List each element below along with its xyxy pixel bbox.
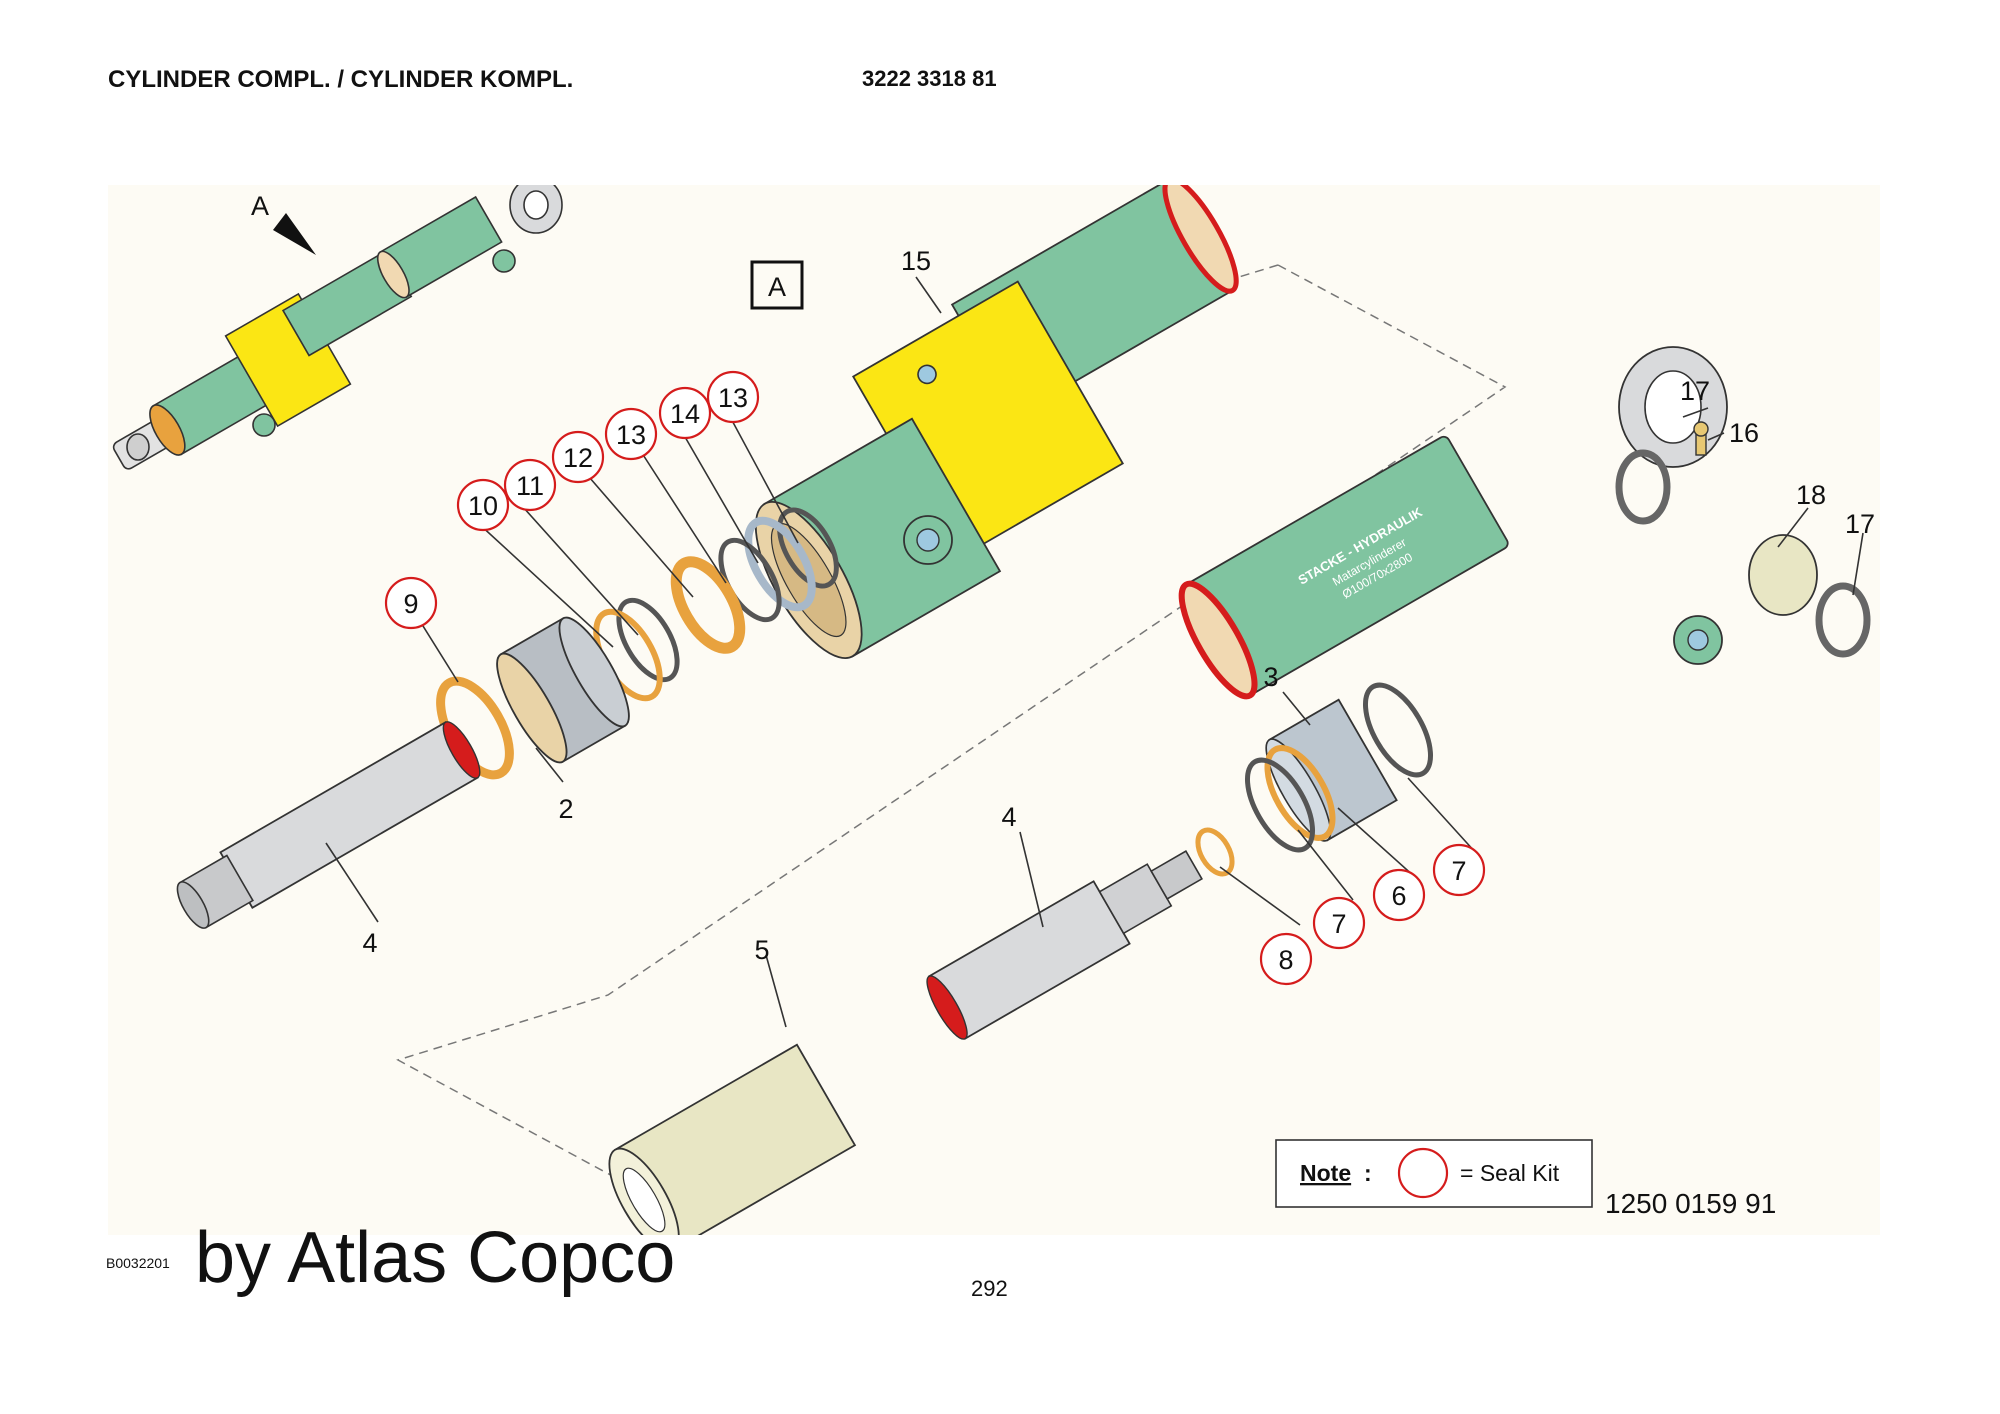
note-label: Note xyxy=(1300,1160,1351,1186)
part-number: 3222 3318 81 xyxy=(862,66,997,91)
leader-lines xyxy=(325,276,1864,1028)
explode-guide xyxy=(396,264,1507,1206)
callout-13a: 13 xyxy=(616,420,646,450)
seal-kit-marker xyxy=(456,478,510,532)
grease-nipple-16 xyxy=(1693,421,1709,456)
callout-17-top: 17 xyxy=(1680,376,1710,406)
callout-4-left: 4 xyxy=(362,928,377,958)
detail-pointer-arrow xyxy=(273,213,316,255)
circlip-17-left xyxy=(1615,449,1671,525)
callout-3: 3 xyxy=(1263,662,1278,692)
page-title: CYLINDER COMPL. / CYLINDER KOMPL. xyxy=(108,66,574,93)
callout-7-right: 7 xyxy=(1451,856,1466,886)
callout-4-right: 4 xyxy=(1001,802,1016,832)
callout-6: 6 xyxy=(1391,881,1406,911)
detail-box-label: A xyxy=(768,272,786,302)
doc-id: B0032201 xyxy=(106,1255,170,1271)
note-text: = Seal Kit xyxy=(1460,1160,1560,1186)
callout-11: 11 xyxy=(516,471,544,501)
seal-kit-marker xyxy=(1312,896,1366,950)
seal-ring-7-upper xyxy=(1362,682,1434,778)
seal-ring-14 xyxy=(744,516,816,612)
right-cylinder-body: STACKE - HYDRAULIK Matarcylinderer Ø100/… xyxy=(1178,346,1871,700)
seal-ring-12 xyxy=(670,556,746,654)
callout-10: 10 xyxy=(468,491,498,521)
callout-7-left: 7 xyxy=(1331,909,1346,939)
drawing-number: 1250 0159 91 xyxy=(1605,1188,1777,1219)
bushing-18 xyxy=(1748,534,1818,616)
exploded-view-drawing: A A xyxy=(112,185,1875,1235)
overview-top-tube xyxy=(376,195,503,299)
seal-ring-7-lower xyxy=(1244,757,1316,853)
left-piston-rod xyxy=(176,721,481,929)
callout-2: 2 xyxy=(558,794,573,824)
callout-17-right: 17 xyxy=(1845,509,1875,539)
callout-16: 16 xyxy=(1729,418,1759,448)
gland-2 xyxy=(496,616,630,764)
seal-kit-marker xyxy=(1259,932,1313,986)
callouts: 15 13 14 13 12 11 10 9 2 4 17 16 18 17 3… xyxy=(362,246,1875,986)
note-legend: Note : = Seal Kit xyxy=(1275,1139,1593,1208)
piston-3 xyxy=(1265,698,1398,842)
right-piston-assembly xyxy=(608,682,1434,1235)
right-eye-end xyxy=(1618,346,1728,468)
seal-kit-marker xyxy=(1432,843,1486,897)
overview-port-upper xyxy=(492,249,516,273)
seal-ring-13b xyxy=(777,507,839,589)
overview-eye-end xyxy=(509,185,563,234)
callout-18: 18 xyxy=(1796,480,1826,510)
spacer-sleeve-5 xyxy=(608,1043,857,1235)
seal-kit-marker xyxy=(1372,868,1426,922)
detail-box: A xyxy=(750,260,804,310)
overview-port-lower xyxy=(252,413,276,437)
detail-marker: A xyxy=(251,191,269,221)
seal-kit-marker xyxy=(706,370,760,424)
right-piston-rod xyxy=(926,850,1203,1040)
seal-kit-marker xyxy=(604,407,658,461)
exploded-view-figure: A A xyxy=(108,185,1880,1235)
callout-5: 5 xyxy=(754,935,769,965)
callout-15: 15 xyxy=(901,246,931,276)
brand-text: by Atlas Copco xyxy=(195,1218,676,1298)
seal-kit-marker xyxy=(384,576,438,630)
overview-cylinder: A xyxy=(112,185,563,470)
note-colon: : xyxy=(1364,1160,1372,1186)
callout-13b: 13 xyxy=(718,383,748,413)
callout-14: 14 xyxy=(670,399,700,429)
seal-ring-11 xyxy=(616,597,680,683)
seal-kit-symbol xyxy=(1397,1147,1449,1199)
callout-8: 8 xyxy=(1278,945,1293,975)
seal-ring-6 xyxy=(1264,745,1336,841)
circlip-17-right xyxy=(1815,582,1871,658)
callout-9: 9 xyxy=(403,589,418,619)
seal-kit-marker xyxy=(658,386,712,440)
page-number: 292 xyxy=(971,1276,1008,1301)
seal-kit-marker xyxy=(503,458,557,512)
seal-kit-marker xyxy=(551,430,605,484)
callout-12: 12 xyxy=(563,443,593,473)
